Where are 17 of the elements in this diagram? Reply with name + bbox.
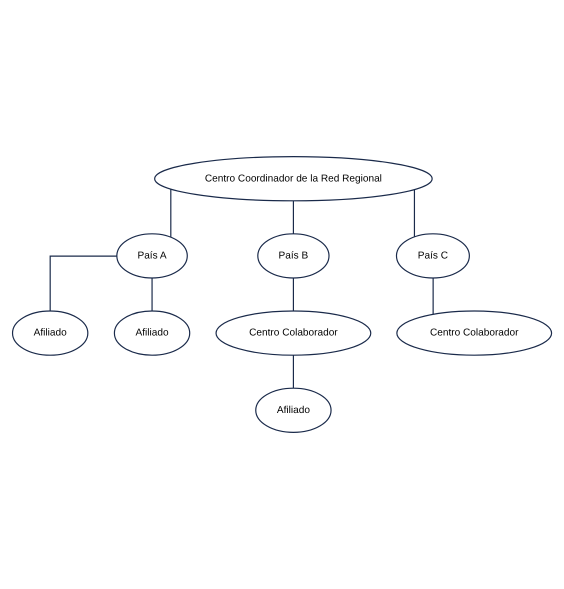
node-ellipse: Afiliado xyxy=(12,310,88,356)
node-ellipse: Afiliado xyxy=(114,310,190,356)
node-ellipse: Centro Colaborador xyxy=(396,310,552,356)
connector xyxy=(151,278,153,311)
connector xyxy=(414,190,416,237)
connector xyxy=(170,189,172,238)
node-ellipse: País B xyxy=(257,233,330,279)
connector xyxy=(432,278,434,314)
node-ellipse: País C xyxy=(396,233,470,279)
node-ellipse: Centro Colaborador xyxy=(215,310,372,356)
node-ellipse: País A xyxy=(116,233,188,279)
connector xyxy=(50,256,117,311)
node-ellipse: Afiliado xyxy=(255,388,332,433)
node-ellipse: Centro Coordinador de la Red Regional xyxy=(154,156,433,202)
connector xyxy=(292,201,294,234)
connector xyxy=(292,355,294,388)
connector xyxy=(292,278,294,311)
